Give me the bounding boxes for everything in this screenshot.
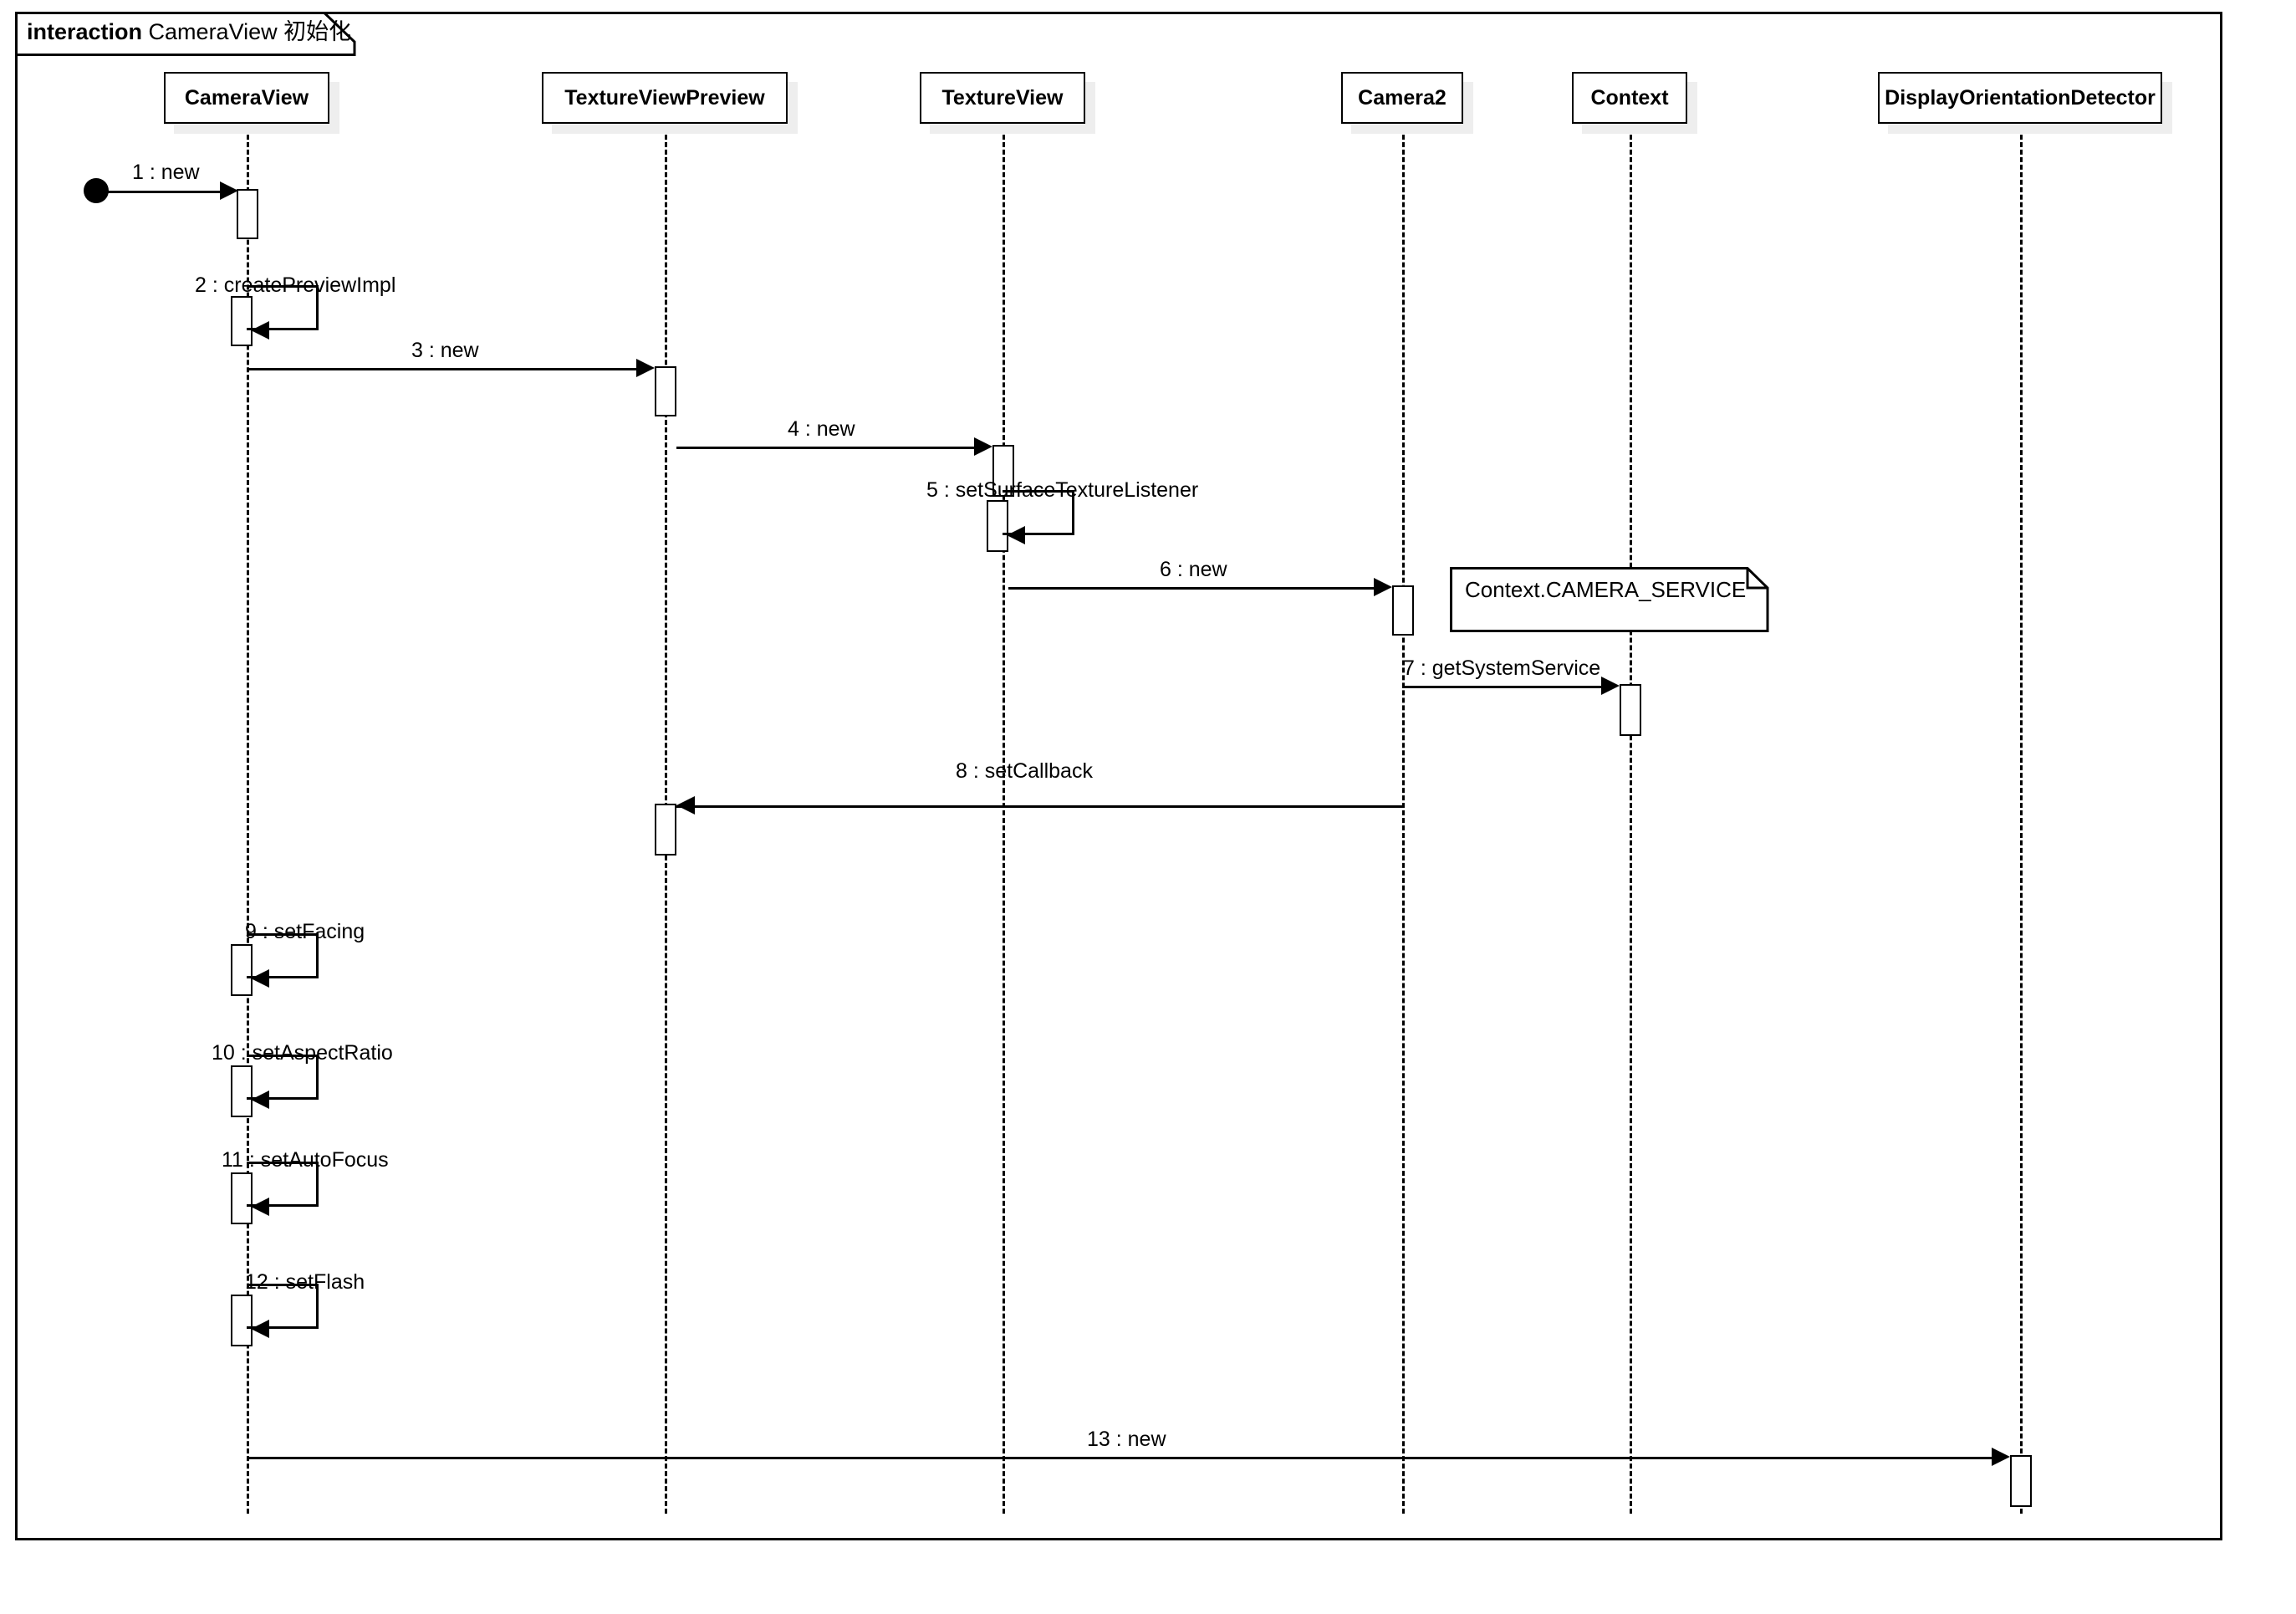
message-label-6: 6 : new — [1160, 558, 1227, 581]
arrow-head-left — [676, 796, 695, 815]
arrow-head-right — [1374, 578, 1392, 596]
lifeline-label: Camera2 — [1358, 85, 1446, 110]
lifeline-head-textureview[interactable]: TextureView — [920, 72, 1085, 124]
arrow-head-left — [1007, 526, 1025, 544]
message-label-12: 12 : setFlash — [245, 1270, 365, 1294]
frame-keyword: interaction — [27, 19, 143, 44]
arrow-head-right — [1601, 677, 1620, 695]
message-line-1[interactable] — [96, 191, 222, 193]
arrow-head-left — [251, 1320, 269, 1338]
lifeline-label: CameraView — [184, 85, 309, 110]
lifeline-head-displayorientationdetector[interactable]: DisplayOrientationDetector — [1878, 72, 2162, 124]
activation-bar — [2010, 1455, 2032, 1507]
lifeline-cameraview — [247, 127, 249, 1514]
self-loop-10[interactable] — [247, 1055, 319, 1100]
arrow-head-left — [251, 1090, 269, 1109]
frame-title: interaction CameraView 初始化 — [27, 18, 351, 45]
arrow-head-right — [636, 359, 655, 377]
arrow-head-right — [1992, 1448, 2010, 1466]
activation-bar — [655, 804, 676, 856]
message-label-1: 1 : new — [132, 161, 200, 184]
activation-bar — [237, 189, 258, 239]
frame-title-text: CameraView 初始化 — [148, 19, 352, 44]
self-loop-9[interactable] — [247, 933, 319, 978]
lifeline-label: Context — [1590, 85, 1669, 110]
arrow-head-left — [251, 321, 269, 340]
message-label-2: 2 : createPreviewImpl — [195, 273, 396, 297]
activation-bar — [1392, 585, 1414, 636]
message-label-5: 5 : setSurfaceTextureListener — [926, 478, 1199, 502]
lifeline-label: TextureView — [941, 85, 1064, 110]
lifeline-head-cameraview[interactable]: CameraView — [164, 72, 329, 124]
lifeline-label: DisplayOrientationDetector — [1885, 85, 2156, 110]
message-label-11: 11 : setAutoFocus — [222, 1148, 389, 1172]
arrow-head-left — [251, 969, 269, 988]
activation-bar — [1620, 684, 1641, 736]
message-label-4: 4 : new — [788, 417, 855, 441]
message-label-9: 9 : setFacing — [245, 920, 365, 943]
lifeline-camera2 — [1402, 127, 1405, 1514]
message-line-13[interactable] — [247, 1457, 2002, 1459]
self-loop-12[interactable] — [247, 1284, 319, 1329]
activation-bar — [231, 944, 253, 996]
message-line-6[interactable] — [1008, 587, 1384, 590]
frame-header-tab: interaction CameraView 初始化 — [15, 12, 356, 56]
message-line-7[interactable] — [1402, 686, 1611, 688]
message-label-7: 7 : getSystemService — [1403, 656, 1601, 680]
message-line-4[interactable] — [676, 447, 984, 449]
message-label-13: 13 : new — [1087, 1428, 1166, 1451]
arrow-head-left — [251, 1198, 269, 1216]
message-line-3[interactable] — [247, 368, 646, 370]
note-text: Context.CAMERA_SERVICE — [1465, 577, 1747, 602]
self-loop-5[interactable] — [1003, 490, 1074, 535]
message-label-8: 8 : setCallback — [956, 759, 1093, 783]
lifeline-head-textureviewpreview[interactable]: TextureViewPreview — [542, 72, 788, 124]
message-label-10: 10 : setAspectRatio — [212, 1041, 393, 1065]
activation-bar — [992, 445, 1014, 497]
start-point — [84, 178, 109, 203]
lifeline-label: TextureViewPreview — [564, 85, 765, 110]
activation-bar — [655, 366, 676, 416]
activation-bar — [231, 296, 253, 346]
arrow-head-right — [220, 181, 238, 200]
arrow-head-right — [974, 437, 992, 456]
interaction-frame — [15, 12, 2222, 1540]
message-label-3: 3 : new — [411, 339, 479, 362]
lifeline-displayorientationdetector — [2020, 127, 2023, 1514]
self-loop-11[interactable] — [247, 1162, 319, 1207]
note-camera-service: Context.CAMERA_SERVICE — [1450, 567, 1769, 632]
self-loop-2[interactable] — [247, 285, 319, 330]
lifeline-textureview — [1003, 127, 1005, 1514]
message-line-8[interactable] — [676, 805, 1402, 808]
lifeline-head-camera2[interactable]: Camera2 — [1341, 72, 1463, 124]
lifeline-head-context[interactable]: Context — [1572, 72, 1687, 124]
lifeline-context — [1630, 127, 1632, 1514]
